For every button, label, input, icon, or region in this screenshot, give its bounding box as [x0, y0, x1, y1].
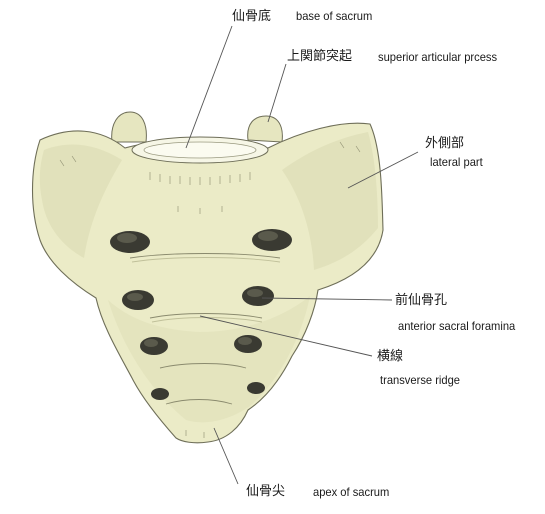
- label-base-of-sacrum-ja: 仙骨底: [232, 9, 272, 24]
- base-of-sacrum-inner: [143, 141, 257, 159]
- leader-superior-articular: [267, 63, 287, 123]
- leader-transverse-ridge: [199, 315, 373, 357]
- right-ala-shading: [282, 132, 378, 270]
- label-lateral-part-ja: 外側部: [425, 136, 465, 151]
- leader-lines: [185, 25, 419, 485]
- left-superior-articular-process: [111, 111, 147, 143]
- leader-anterior-foramina: [261, 297, 393, 301]
- label-anterior-foramina-ja: 前仙骨孔: [395, 293, 448, 308]
- label-superior-articular-en: superior articular prcess: [378, 50, 498, 64]
- label-apex-en: apex of sacrum: [313, 485, 390, 499]
- left-ala-shading: [39, 144, 123, 258]
- leader-base-of-sacrum: [185, 25, 233, 149]
- anterior-sacral-foramina: [110, 229, 292, 400]
- bone-texture: [59, 141, 361, 438]
- label-anterior-foramina-en: anterior sacral foramina: [398, 319, 516, 333]
- label-apex-ja: 仙骨尖: [246, 484, 286, 499]
- right-superior-articular-process: [247, 115, 283, 143]
- label-superior-articular-ja: 上関節突起: [287, 49, 353, 64]
- label-transverse-ridge-ja: 横線: [377, 349, 404, 364]
- leader-apex: [213, 427, 239, 485]
- label-base-of-sacrum-en: base of sacrum: [296, 9, 373, 23]
- leader-lateral-part: [347, 151, 419, 189]
- label-lateral-part-en: lateral part: [430, 155, 483, 169]
- label-transverse-ridge-en: transverse ridge: [380, 373, 461, 387]
